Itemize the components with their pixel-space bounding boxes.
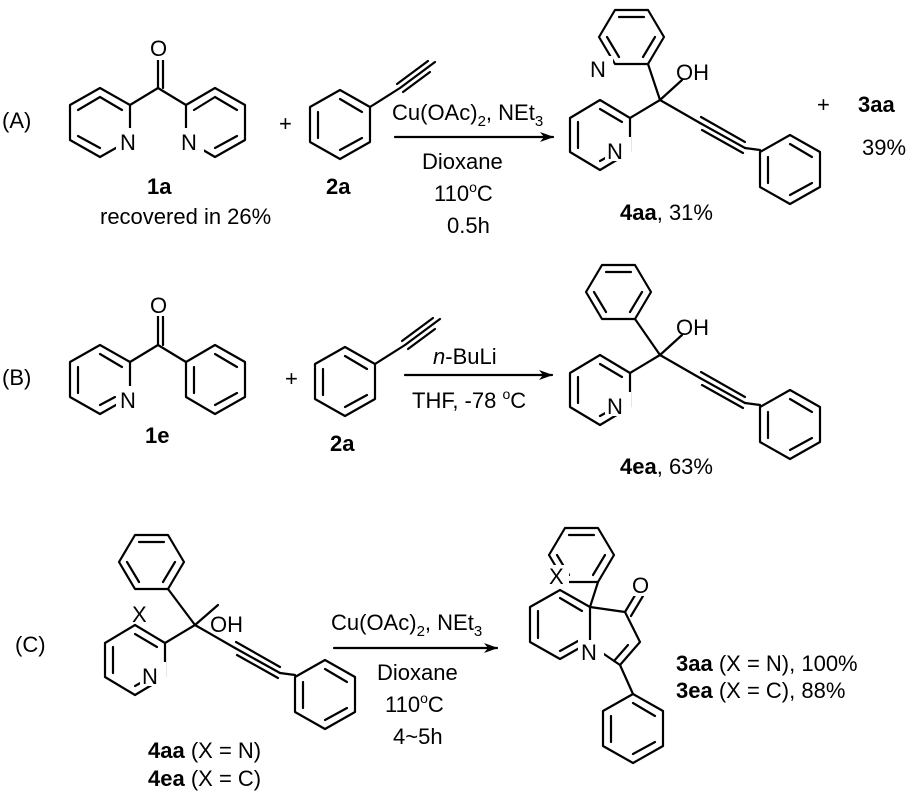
compound-1a-note: recovered in 26%: [100, 204, 271, 229]
compound-3aa-3ea-structure: X O N: [528, 526, 665, 765]
atom-n: N: [581, 640, 597, 665]
compound-3aa-label: 3aa (X = N), 100%: [676, 651, 858, 676]
compound-4ea-label: 4ea, 63%: [620, 454, 713, 479]
atom-oh: OH: [676, 315, 709, 340]
atom-n: N: [607, 139, 623, 164]
atom-n: N: [590, 57, 606, 82]
time-label: 0.5h: [447, 213, 490, 238]
compound-1e-label: 1e: [145, 423, 169, 448]
plus-sign: +: [279, 111, 292, 136]
scheme-a: (A) N N O 1a recovered in 26% + 2a: [2, 8, 906, 238]
reagent-line: n-BuLi: [433, 344, 497, 369]
scheme-c-label: (C): [15, 632, 46, 657]
atom-x: X: [132, 602, 147, 627]
scheme-a-label: (A): [2, 108, 31, 133]
time-label: 4~5h: [393, 724, 443, 749]
atom-n: N: [607, 394, 623, 419]
compound-1a-structure: N N O: [68, 36, 247, 159]
atom-n: N: [120, 130, 136, 155]
compound-4aa-4ea-structure: X OH N: [103, 533, 357, 731]
conditions-line: THF, -78 oC: [412, 386, 526, 413]
compound-2a-structure: [308, 59, 437, 161]
compound-1a-label: 1a: [147, 174, 172, 199]
compound-4ea-structure: OH N: [568, 263, 822, 461]
compound-4aa-structure: N OH N: [568, 8, 822, 206]
compound-3aa-label: 3aa: [858, 92, 895, 117]
compound-3ea-label: 3ea (X = C), 88%: [676, 678, 845, 703]
scheme-b-label: (B): [2, 365, 31, 390]
compound-3aa-yield: 39%: [862, 135, 906, 160]
atom-n: N: [120, 388, 136, 413]
compound-2a-label: 2a: [330, 431, 355, 456]
atom-oh: OH: [676, 60, 709, 85]
solvent-label: Dioxane: [422, 149, 503, 174]
atom-oh: OH: [210, 612, 243, 637]
plus-sign: +: [817, 92, 830, 117]
atom-n: N: [142, 664, 158, 689]
temperature-label: 110oC: [385, 690, 444, 717]
temperature-label: 110oC: [434, 179, 493, 206]
plus-sign: +: [285, 366, 298, 391]
scheme-b: (B) N O 1e + 2a n-BuLi THF, -78 oC: [2, 263, 822, 479]
reagent-line: Cu(OAc)2, NEt3: [331, 610, 482, 640]
atom-n: N: [181, 130, 197, 155]
solvent-label: Dioxane: [377, 660, 458, 685]
compound-4aa-label: 4aa, 31%: [620, 200, 713, 225]
scheme-c: (C) X OH N 4aa (X = N) 4ea (X = C) Cu(OA…: [15, 526, 858, 791]
compound-4ea-label: 4ea (X = C): [148, 766, 261, 791]
atom-o: O: [632, 573, 649, 598]
compound-4aa-label: 4aa (X = N): [148, 738, 261, 763]
reagent-line: Cu(OAc)2, NEt3: [392, 100, 543, 130]
atom-o: O: [150, 293, 167, 318]
compound-2a-label: 2a: [326, 174, 351, 199]
atom-x: X: [549, 564, 564, 589]
compound-1e-structure: N O: [68, 292, 247, 416]
compound-2a-structure: [313, 316, 442, 418]
atom-o: O: [150, 36, 167, 61]
